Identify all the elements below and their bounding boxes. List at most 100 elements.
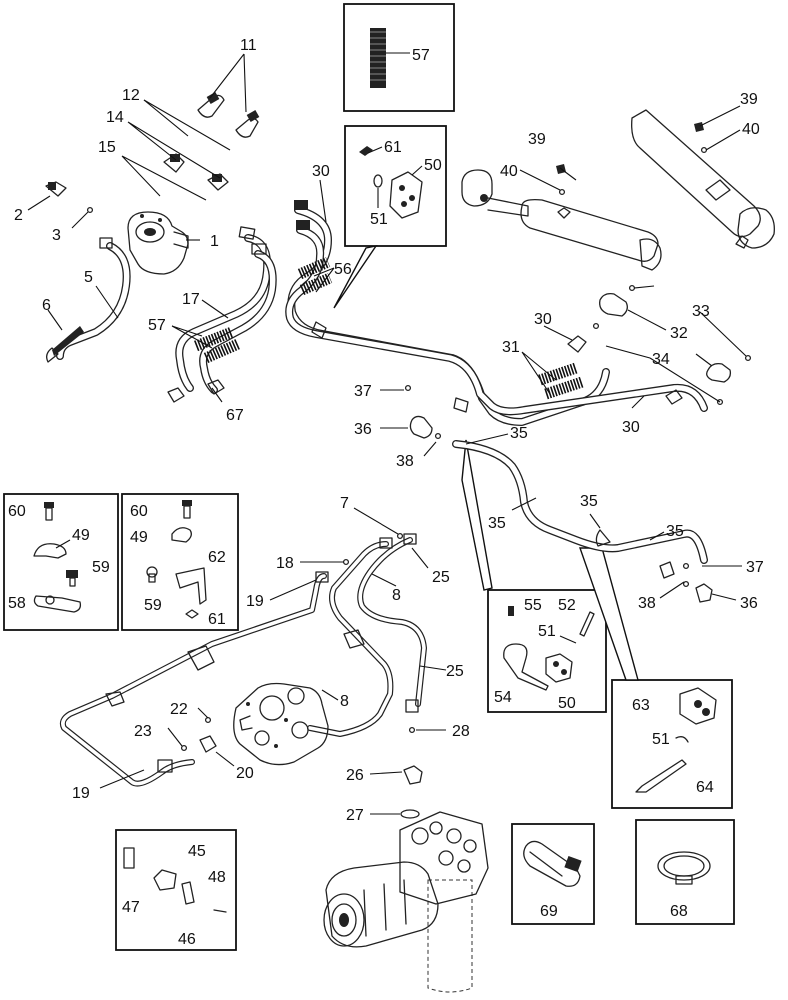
- callout-37a: 37: [354, 383, 372, 400]
- callout-37b: 37: [746, 559, 764, 576]
- callout-36b: 36: [740, 595, 758, 612]
- callout-26: 26: [346, 767, 364, 784]
- callout-1: 1: [210, 233, 219, 250]
- callout-28: 28: [452, 723, 470, 740]
- callout-22: 22: [170, 701, 188, 718]
- callout-50b: 50: [558, 695, 576, 712]
- callout-35d: 35: [666, 523, 684, 540]
- callout-19a: 19: [246, 593, 264, 610]
- hoses-17: [167, 226, 277, 403]
- callout-57b: 57: [148, 317, 166, 334]
- inset-clamp-kit-63: [611, 679, 733, 809]
- callout-30a: 30: [312, 163, 330, 180]
- inset-clip-kit-left: [3, 493, 119, 631]
- callout-51b: 51: [538, 623, 556, 640]
- callout-61b: 61: [208, 611, 226, 628]
- callout-3: 3: [52, 227, 61, 244]
- callout-61a: 61: [384, 139, 402, 156]
- callout-31: 31: [502, 339, 520, 356]
- callout-30c: 30: [622, 419, 640, 436]
- callout-23: 23: [134, 723, 152, 740]
- callout-38a: 38: [396, 453, 414, 470]
- callout-11: 11: [240, 37, 257, 54]
- callout-5: 5: [84, 269, 93, 286]
- callout-30b: 30: [534, 311, 552, 328]
- callout-27: 27: [346, 807, 364, 824]
- hose-5: [46, 237, 131, 363]
- callout-8b: 8: [340, 693, 349, 710]
- callout-14: 14: [106, 109, 124, 126]
- steering-gear: [199, 682, 329, 766]
- callout-59b: 59: [144, 597, 162, 614]
- callout-69: 69: [540, 903, 558, 920]
- callout-49a: 49: [72, 527, 90, 544]
- callout-59a: 59: [92, 559, 110, 576]
- callout-35a: 35: [510, 425, 528, 442]
- fittings-group-14: [163, 153, 229, 191]
- inset-clip-kit-right: [121, 493, 239, 631]
- callout-56: 56: [334, 261, 352, 278]
- callout-67: 67: [226, 407, 244, 424]
- steering-cylinder-center: [461, 164, 662, 271]
- callout-68: 68: [670, 903, 688, 920]
- callout-64: 64: [696, 779, 714, 796]
- inset-strap-69: [511, 823, 595, 925]
- steering-cylinder-right: [631, 109, 775, 249]
- callout-51a: 51: [370, 211, 388, 228]
- tubes-lower: [59, 533, 427, 787]
- callout-15: 15: [98, 139, 116, 156]
- fittings-group-11: [197, 92, 260, 138]
- callout-60a: 60: [8, 503, 26, 520]
- fittings-32: [599, 292, 732, 383]
- callout-38b: 38: [638, 595, 656, 612]
- inset-clamp-kit-center: [487, 589, 607, 713]
- callout-63: 63: [632, 697, 650, 714]
- callout-48: 48: [208, 869, 226, 886]
- leader-lines: [27, 53, 747, 815]
- steering-valve-1: [127, 211, 189, 275]
- callout-57a: 57: [412, 47, 430, 64]
- callout-35b: 35: [488, 515, 506, 532]
- callout-52: 52: [558, 597, 576, 614]
- callout-46: 46: [178, 931, 196, 948]
- callout-55: 55: [524, 597, 542, 614]
- callout-51c: 51: [652, 731, 670, 748]
- hose-35: [452, 440, 708, 579]
- callout-20: 20: [236, 765, 254, 782]
- callout-35c: 35: [580, 493, 598, 510]
- callout-58: 58: [8, 595, 26, 612]
- callout-40b: 40: [742, 121, 760, 138]
- callout-6: 6: [42, 297, 51, 314]
- callout-49b: 49: [130, 529, 148, 546]
- callout-36a: 36: [354, 421, 372, 438]
- callout-25b: 25: [446, 663, 464, 680]
- callout-34: 34: [652, 351, 670, 368]
- callout-62: 62: [208, 549, 226, 566]
- callout-39a: 39: [528, 131, 546, 148]
- callout-40a: 40: [500, 163, 518, 180]
- inset-clip-kit-lower-left: [115, 829, 237, 951]
- callout-labels: 11 12 14 15 2 3 1 5 6 17 57 67 57 61 50 …: [8, 37, 764, 948]
- callout-17: 17: [182, 291, 200, 308]
- fitting-2: [45, 181, 67, 197]
- inset-clamp-68: [635, 819, 735, 925]
- callout-8a: 8: [392, 587, 401, 604]
- callout-47: 47: [122, 899, 140, 916]
- callout-2: 2: [14, 207, 23, 224]
- callout-18: 18: [276, 555, 294, 572]
- callout-60b: 60: [130, 503, 148, 520]
- hoses-30-main: [285, 200, 708, 426]
- callout-7: 7: [340, 495, 349, 512]
- callout-19b: 19: [72, 785, 90, 802]
- callout-45: 45: [188, 843, 206, 860]
- inset-sleeve-57: [343, 3, 455, 112]
- callout-39b: 39: [740, 91, 758, 108]
- callout-32: 32: [670, 325, 688, 342]
- callout-25a: 25: [432, 569, 450, 586]
- callout-12: 12: [122, 87, 140, 104]
- pump-assembly: [323, 765, 489, 993]
- callout-33: 33: [692, 303, 710, 320]
- fittings-36: [409, 415, 713, 603]
- inset-clamp-50: [344, 125, 447, 247]
